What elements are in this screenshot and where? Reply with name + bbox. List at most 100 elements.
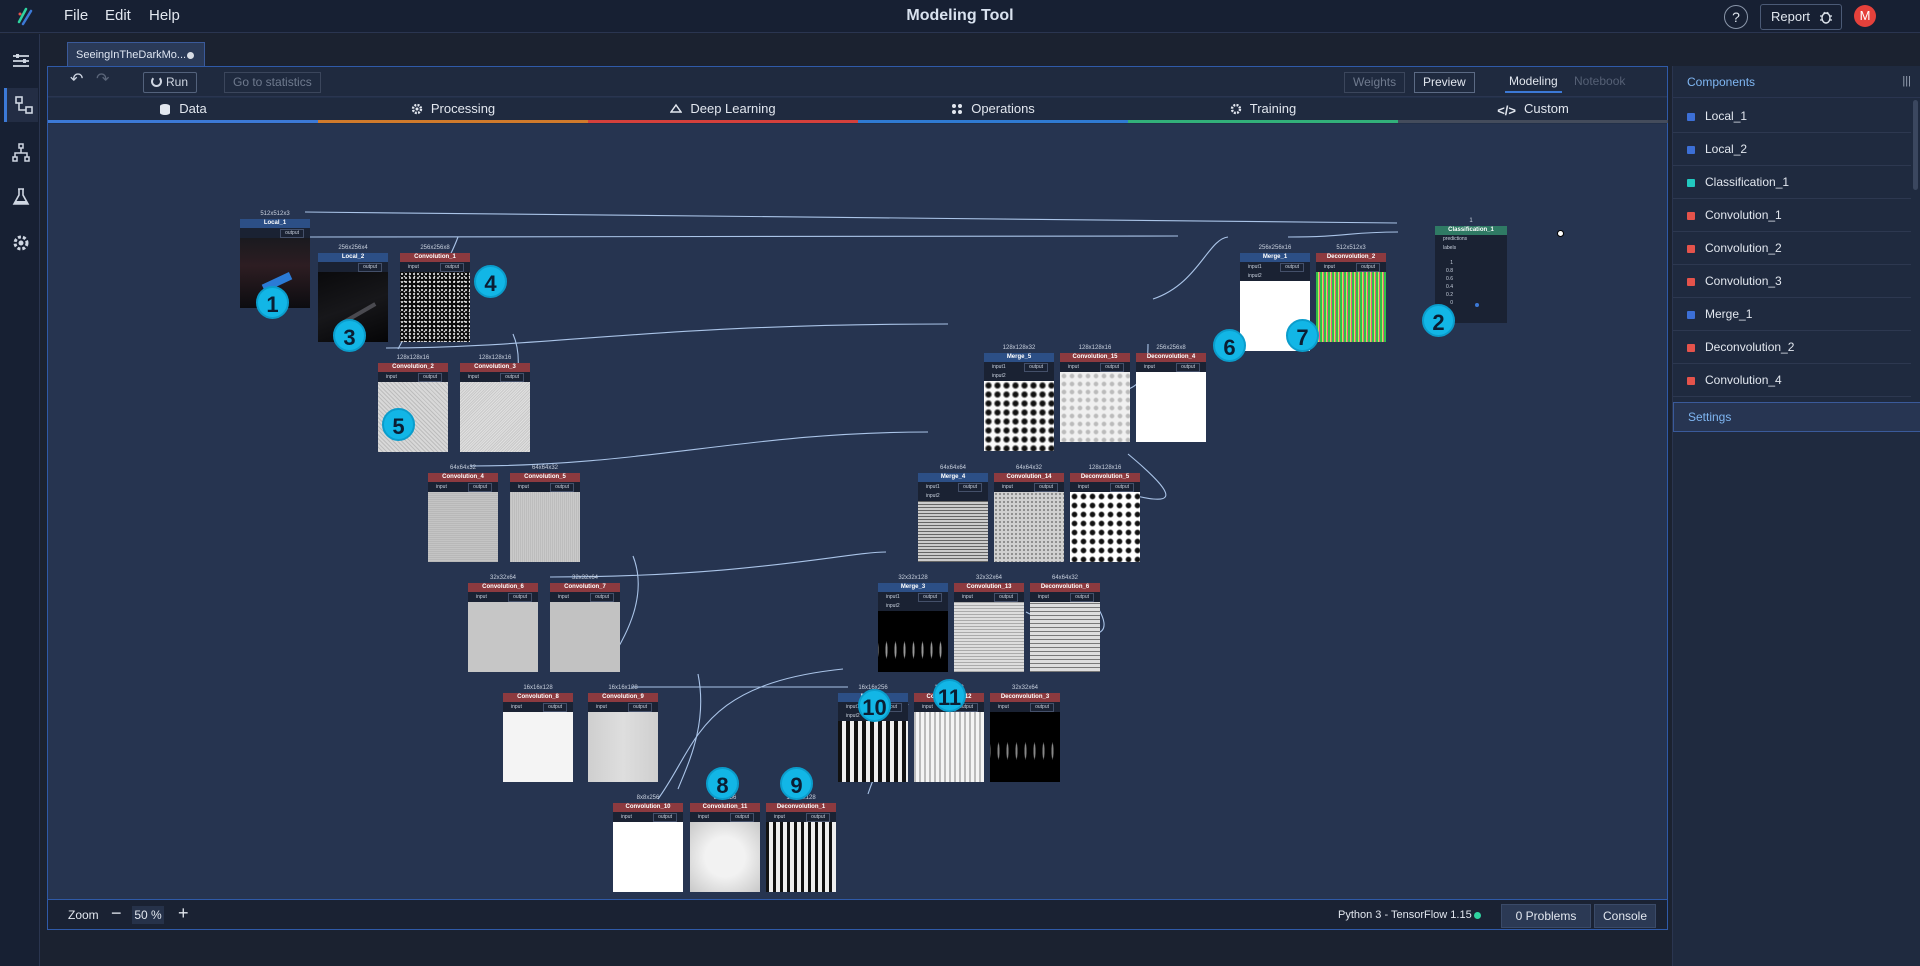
report-button[interactable]: Report bbox=[1760, 4, 1842, 30]
output-port[interactable]: output bbox=[508, 593, 532, 602]
output-port[interactable]: output bbox=[628, 703, 652, 712]
preview-button[interactable]: Preview bbox=[1414, 72, 1475, 93]
output-port[interactable]: output bbox=[550, 483, 574, 492]
output-port[interactable]: output bbox=[590, 593, 614, 602]
input-port[interactable]: input bbox=[998, 704, 1009, 710]
collapse-panel-icon[interactable]: ||| bbox=[1902, 75, 1911, 87]
output-port[interactable]: output bbox=[1030, 703, 1054, 712]
output-port[interactable]: output bbox=[918, 593, 942, 602]
input-port[interactable]: input bbox=[962, 594, 973, 600]
component-item[interactable]: Classification_1 bbox=[1673, 166, 1911, 199]
tab-operations[interactable]: Operations bbox=[858, 98, 1128, 123]
component-item[interactable]: Convolution_3 bbox=[1673, 265, 1911, 298]
input-port[interactable]: input bbox=[774, 814, 785, 820]
model-canvas[interactable]: 512x512x3 Local_1 output 256x256x4 Local… bbox=[48, 124, 1667, 929]
input-port[interactable]: input bbox=[511, 704, 522, 710]
input-port[interactable]: input bbox=[1324, 264, 1335, 270]
output-port[interactable]: output bbox=[806, 813, 830, 822]
tab-deep-learning[interactable]: Deep Learning bbox=[588, 98, 858, 123]
settings-header[interactable]: Settings bbox=[1673, 402, 1920, 432]
output-port[interactable]: output bbox=[994, 593, 1018, 602]
output-port[interactable]: output bbox=[1024, 363, 1048, 372]
output-port[interactable]: output bbox=[1070, 593, 1094, 602]
input-port[interactable]: input bbox=[518, 484, 529, 490]
console-button[interactable]: Console bbox=[1594, 904, 1656, 928]
rail-test-button[interactable] bbox=[4, 180, 38, 214]
rail-modeling-button[interactable] bbox=[4, 88, 38, 122]
component-item[interactable]: Local_2 bbox=[1673, 133, 1911, 166]
statistics-button[interactable]: Go to statistics bbox=[224, 72, 321, 93]
avatar[interactable]: M bbox=[1854, 5, 1876, 27]
redo-icon[interactable]: ↷ bbox=[96, 71, 110, 88]
rail-settings-button[interactable] bbox=[4, 226, 38, 260]
component-item[interactable]: Convolution_4 bbox=[1673, 364, 1911, 397]
output-port[interactable]: output bbox=[543, 703, 567, 712]
input-port[interactable]: input bbox=[1078, 484, 1089, 490]
run-button[interactable]: Run bbox=[143, 72, 198, 93]
output-port[interactable]: output bbox=[1034, 483, 1058, 492]
menu-help[interactable]: Help bbox=[149, 7, 180, 24]
tab-training[interactable]: Training bbox=[1128, 98, 1398, 123]
input-port[interactable]: input bbox=[408, 264, 419, 270]
output-port[interactable]: output bbox=[958, 483, 982, 492]
problems-button[interactable]: 0 Problems bbox=[1501, 904, 1591, 928]
input1-port[interactable]: input1 bbox=[926, 484, 940, 490]
tab-processing[interactable]: Processing bbox=[318, 98, 588, 123]
output-port[interactable]: output bbox=[468, 483, 492, 492]
rail-statistics-button[interactable] bbox=[4, 136, 38, 170]
output-port[interactable]: output bbox=[358, 263, 382, 272]
zoom-out-button[interactable]: − bbox=[111, 903, 122, 923]
input-port[interactable]: input bbox=[596, 704, 607, 710]
tab-data[interactable]: Data bbox=[48, 98, 318, 123]
tab-modeling[interactable]: Modeling bbox=[1505, 72, 1562, 93]
input1-port[interactable]: input1 bbox=[846, 704, 860, 710]
zoom-value[interactable]: 50 % bbox=[132, 906, 164, 924]
output-port[interactable]: output bbox=[500, 373, 524, 382]
input-port[interactable]: input bbox=[436, 484, 447, 490]
app-logo-icon[interactable] bbox=[14, 5, 36, 27]
component-item[interactable]: Deconvolution_2 bbox=[1673, 331, 1911, 364]
node-classification-1[interactable]: 1 Classification_1 predictions labels 1 … bbox=[1435, 217, 1507, 323]
input-port[interactable]: input bbox=[1002, 484, 1013, 490]
component-item[interactable]: Local_1 bbox=[1673, 100, 1911, 133]
input1-port[interactable]: input1 bbox=[1248, 264, 1262, 270]
component-item[interactable]: Convolution_1 bbox=[1673, 199, 1911, 232]
rail-data-button[interactable] bbox=[4, 44, 38, 78]
input1-port[interactable]: input1 bbox=[992, 364, 1006, 370]
labels-port[interactable]: labels bbox=[1435, 244, 1507, 253]
input-port[interactable]: input bbox=[468, 374, 479, 380]
undo-icon[interactable]: ↶ bbox=[70, 71, 84, 88]
output-port[interactable]: output bbox=[280, 229, 304, 238]
input2-port[interactable]: input2 bbox=[918, 492, 988, 501]
output-port[interactable]: output bbox=[1280, 263, 1304, 272]
unsaved-dot-icon[interactable] bbox=[187, 52, 194, 59]
output-port[interactable]: output bbox=[1100, 363, 1124, 372]
tab-notebook[interactable]: Notebook bbox=[1574, 74, 1626, 88]
component-item[interactable]: Merge_1 bbox=[1673, 298, 1911, 331]
input2-port[interactable]: input2 bbox=[984, 372, 1054, 381]
input-port[interactable]: input bbox=[1068, 364, 1079, 370]
output-port[interactable]: output bbox=[653, 813, 677, 822]
components-header[interactable]: Components ||| bbox=[1673, 66, 1920, 98]
input-port[interactable]: input bbox=[922, 704, 933, 710]
output-port[interactable]: output bbox=[1176, 363, 1200, 372]
input1-port[interactable]: input1 bbox=[886, 594, 900, 600]
input-port[interactable]: input bbox=[621, 814, 632, 820]
help-button[interactable]: ? bbox=[1724, 5, 1748, 29]
input-port[interactable]: input bbox=[476, 594, 487, 600]
